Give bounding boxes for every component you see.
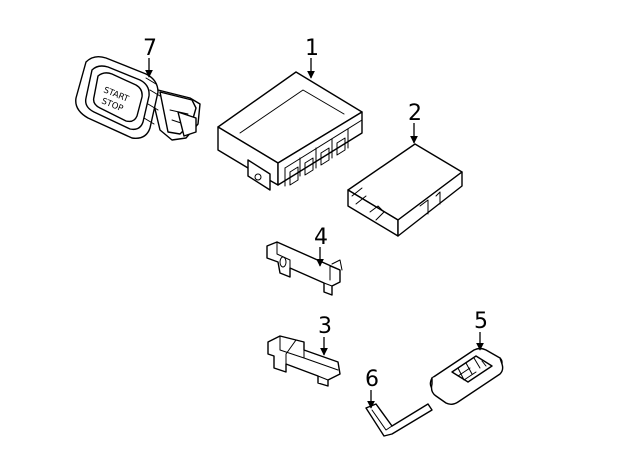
callout-number-6: 6: [365, 367, 379, 392]
key-blade[interactable]: [365, 403, 433, 437]
callout-6: 6: [365, 367, 379, 409]
callout-number-4: 4: [314, 225, 328, 250]
callout-number-2: 2: [408, 101, 422, 126]
callout-2: 2: [408, 101, 422, 144]
callout-1: 1: [305, 36, 319, 79]
callout-number-5: 5: [474, 309, 488, 334]
callout-number-3: 3: [318, 314, 332, 339]
callout-3: 3: [318, 314, 332, 356]
start-stop-switch[interactable]: START STOP: [75, 55, 201, 141]
bracket-4[interactable]: [266, 241, 343, 296]
callout-number-7: 7: [143, 36, 157, 61]
callout-5: 5: [474, 309, 488, 351]
callout-7: 7: [143, 36, 157, 78]
control-module[interactable]: [217, 71, 363, 191]
callout-4: 4: [314, 225, 328, 267]
key-fob[interactable]: [429, 347, 504, 405]
bracket-3[interactable]: [267, 335, 341, 387]
receiver-module[interactable]: [347, 143, 463, 237]
callout-number-1: 1: [305, 36, 319, 61]
